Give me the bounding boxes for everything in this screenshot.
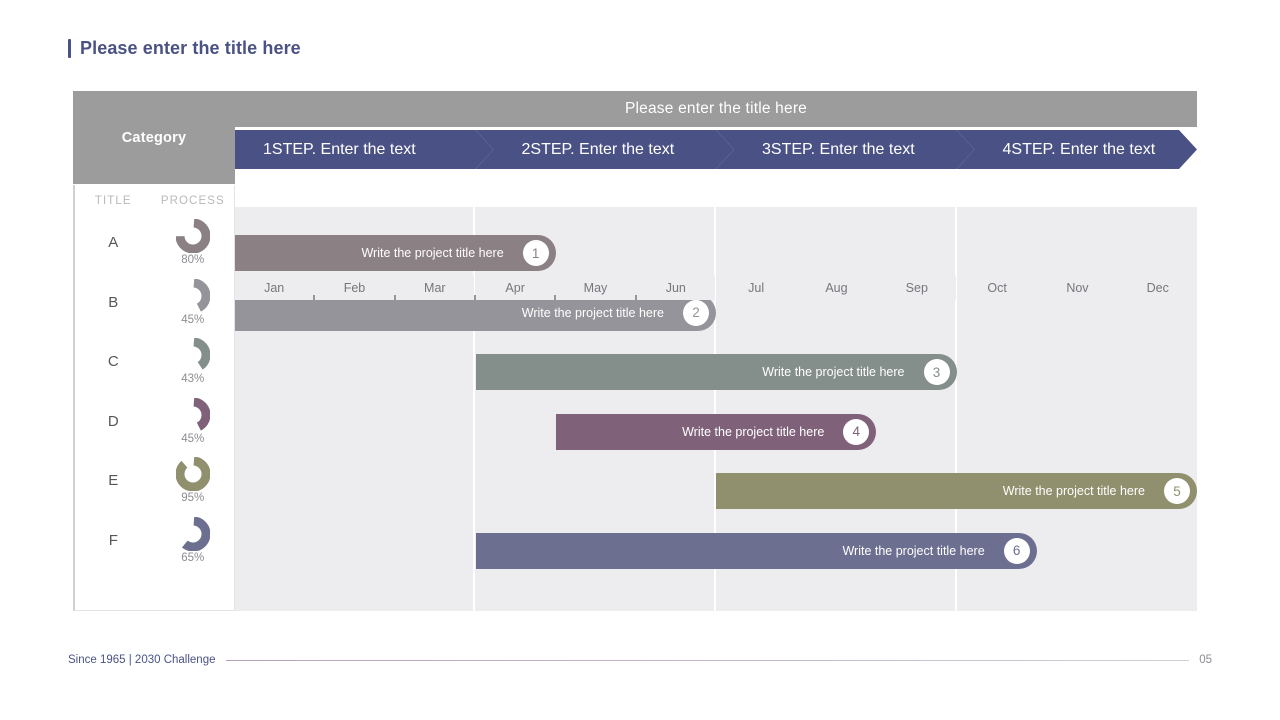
process-cell: 80%: [152, 219, 234, 266]
category-row: B 45%: [75, 273, 234, 333]
process-cell: 45%: [152, 397, 234, 445]
month-cell-sep: Sep: [877, 276, 956, 300]
month-cell-jul: Jul: [716, 276, 796, 300]
gantt-bar-label: Write the project title here: [361, 246, 504, 260]
category-label: E: [108, 472, 119, 490]
category-row: A 80%: [75, 213, 234, 273]
month-cell-apr: Apr: [475, 276, 555, 300]
progress-donut-icon: [175, 219, 210, 254]
category-panel: TITLE PROCESS A 80% B 45% C 43% D 45% E 95% F 65%: [73, 185, 235, 611]
step-arrow-3[interactable]: 3STEP. Enter the text: [716, 130, 975, 169]
gantt-bar-e[interactable]: Write the project title here 5: [716, 473, 1197, 509]
progress-donut-icon: [175, 457, 210, 492]
gantt-bar-badge: 6: [1003, 537, 1030, 564]
quarter-divider: [473, 207, 475, 611]
month-cell-feb: Feb: [315, 276, 394, 300]
footer-divider: [225, 659, 1190, 661]
gantt-bar-label: Write the project title here: [521, 305, 664, 320]
category-row: E 95%: [75, 451, 234, 511]
process-percent-label: 45%: [181, 432, 205, 445]
timeline-area: Please enter the title here 1STEP. Enter…: [235, 91, 1197, 611]
timeline-title-band: Please enter the title here: [235, 91, 1197, 127]
month-cell-aug: Aug: [797, 276, 876, 300]
process-cell: 65%: [152, 516, 234, 564]
gantt-bar-label: Write the project title here: [682, 424, 825, 439]
category-label: A: [108, 234, 119, 252]
process-cell: 95%: [152, 457, 234, 504]
gantt-bar-label: Write the project title here: [762, 365, 905, 379]
month-cell-jan: Jan: [235, 276, 314, 300]
gantt-bar-badge: 2: [683, 299, 709, 326]
progress-donut-icon: [175, 338, 210, 373]
step-arrow-label: 3STEP. Enter the text: [762, 140, 915, 158]
process-percent-label: 80%: [181, 254, 205, 267]
process-cell: 43%: [152, 338, 234, 385]
progress-donut-icon: [175, 397, 210, 432]
footer-page-number: 05: [1199, 654, 1212, 666]
gantt-bar-badge: 5: [1164, 478, 1190, 504]
category-label: F: [108, 531, 118, 549]
gantt-bar-label: Write the project title here: [842, 543, 985, 558]
gantt-bar-badge: 4: [843, 418, 870, 445]
left-column-headers: TITLE PROCESS: [75, 189, 234, 213]
process-percent-label: 43%: [181, 373, 205, 386]
step-arrow-4[interactable]: 4STEP. Enter the text: [957, 130, 1198, 169]
category-row: F 65%: [75, 511, 234, 571]
gantt-bar-a[interactable]: Write the project title here 1: [235, 235, 556, 271]
title-accent-bar: [68, 39, 71, 58]
timeline-title-text: Please enter the title here: [624, 100, 808, 117]
progress-donut-icon: [175, 516, 210, 551]
step-arrow-row: 1STEP. Enter the text 2STEP. Enter the te…: [235, 130, 1197, 169]
process-percent-label: 45%: [181, 313, 205, 326]
footer: Since 1965 | 2030 Challenge 05: [68, 652, 1212, 668]
category-row: D 45%: [75, 392, 234, 452]
month-cell-dec: Dec: [1118, 276, 1197, 300]
process-percent-label: 95%: [181, 492, 205, 505]
page-title: Please enter the title here: [68, 38, 301, 59]
gantt-bar-f[interactable]: Write the project title here 6: [475, 532, 1037, 569]
gantt-chart: Category TITLE PROCESS A 80% B 45% C 43% D 45% E…: [73, 91, 1197, 611]
category-label: C: [107, 353, 119, 371]
step-arrow-label: 2STEP. Enter the text: [521, 140, 675, 158]
column-header-process: PROCESS: [160, 195, 225, 207]
month-cell-may: May: [556, 276, 635, 300]
gantt-bar-d[interactable]: Write the project title here 4: [555, 413, 877, 450]
column-header-title: TITLE: [94, 195, 132, 207]
process-percent-label: 65%: [181, 551, 205, 564]
process-cell: 45%: [152, 278, 234, 326]
month-cell-mar: Mar: [395, 276, 474, 300]
gantt-bar-c[interactable]: Write the project title here 3: [475, 354, 957, 390]
category-header-label: Category: [121, 129, 187, 146]
progress-donut-icon: [175, 278, 210, 313]
step-arrow-2[interactable]: 2STEP. Enter the text: [476, 130, 735, 169]
category-row-list: A 80% B 45% C 43% D 45% E 95% F 65%: [75, 213, 234, 570]
month-cell-oct: Oct: [957, 276, 1037, 300]
gantt-bar-b[interactable]: Write the project title here 2: [235, 294, 716, 331]
category-row: C 43%: [75, 332, 234, 392]
step-arrow-label: 1STEP. Enter the text: [263, 140, 416, 158]
quarter-divider: [955, 207, 957, 611]
step-arrow-label: 4STEP. Enter the text: [1002, 140, 1156, 158]
category-label: B: [108, 293, 119, 311]
category-label: D: [107, 412, 119, 430]
month-cell-jun: Jun: [636, 276, 715, 300]
gantt-bar-label: Write the project title here: [1002, 484, 1145, 498]
footer-text: Since 1965 | 2030 Challenge: [68, 654, 216, 666]
month-cell-nov: Nov: [1038, 276, 1117, 300]
gantt-bar-badge: 1: [522, 240, 549, 266]
gantt-bar-badge: 3: [923, 359, 950, 385]
page-title-text: Please enter the title here: [80, 38, 301, 58]
quarter-divider: [714, 207, 716, 611]
category-header: Category: [73, 91, 235, 184]
step-arrow-1[interactable]: 1STEP. Enter the text: [235, 130, 494, 169]
